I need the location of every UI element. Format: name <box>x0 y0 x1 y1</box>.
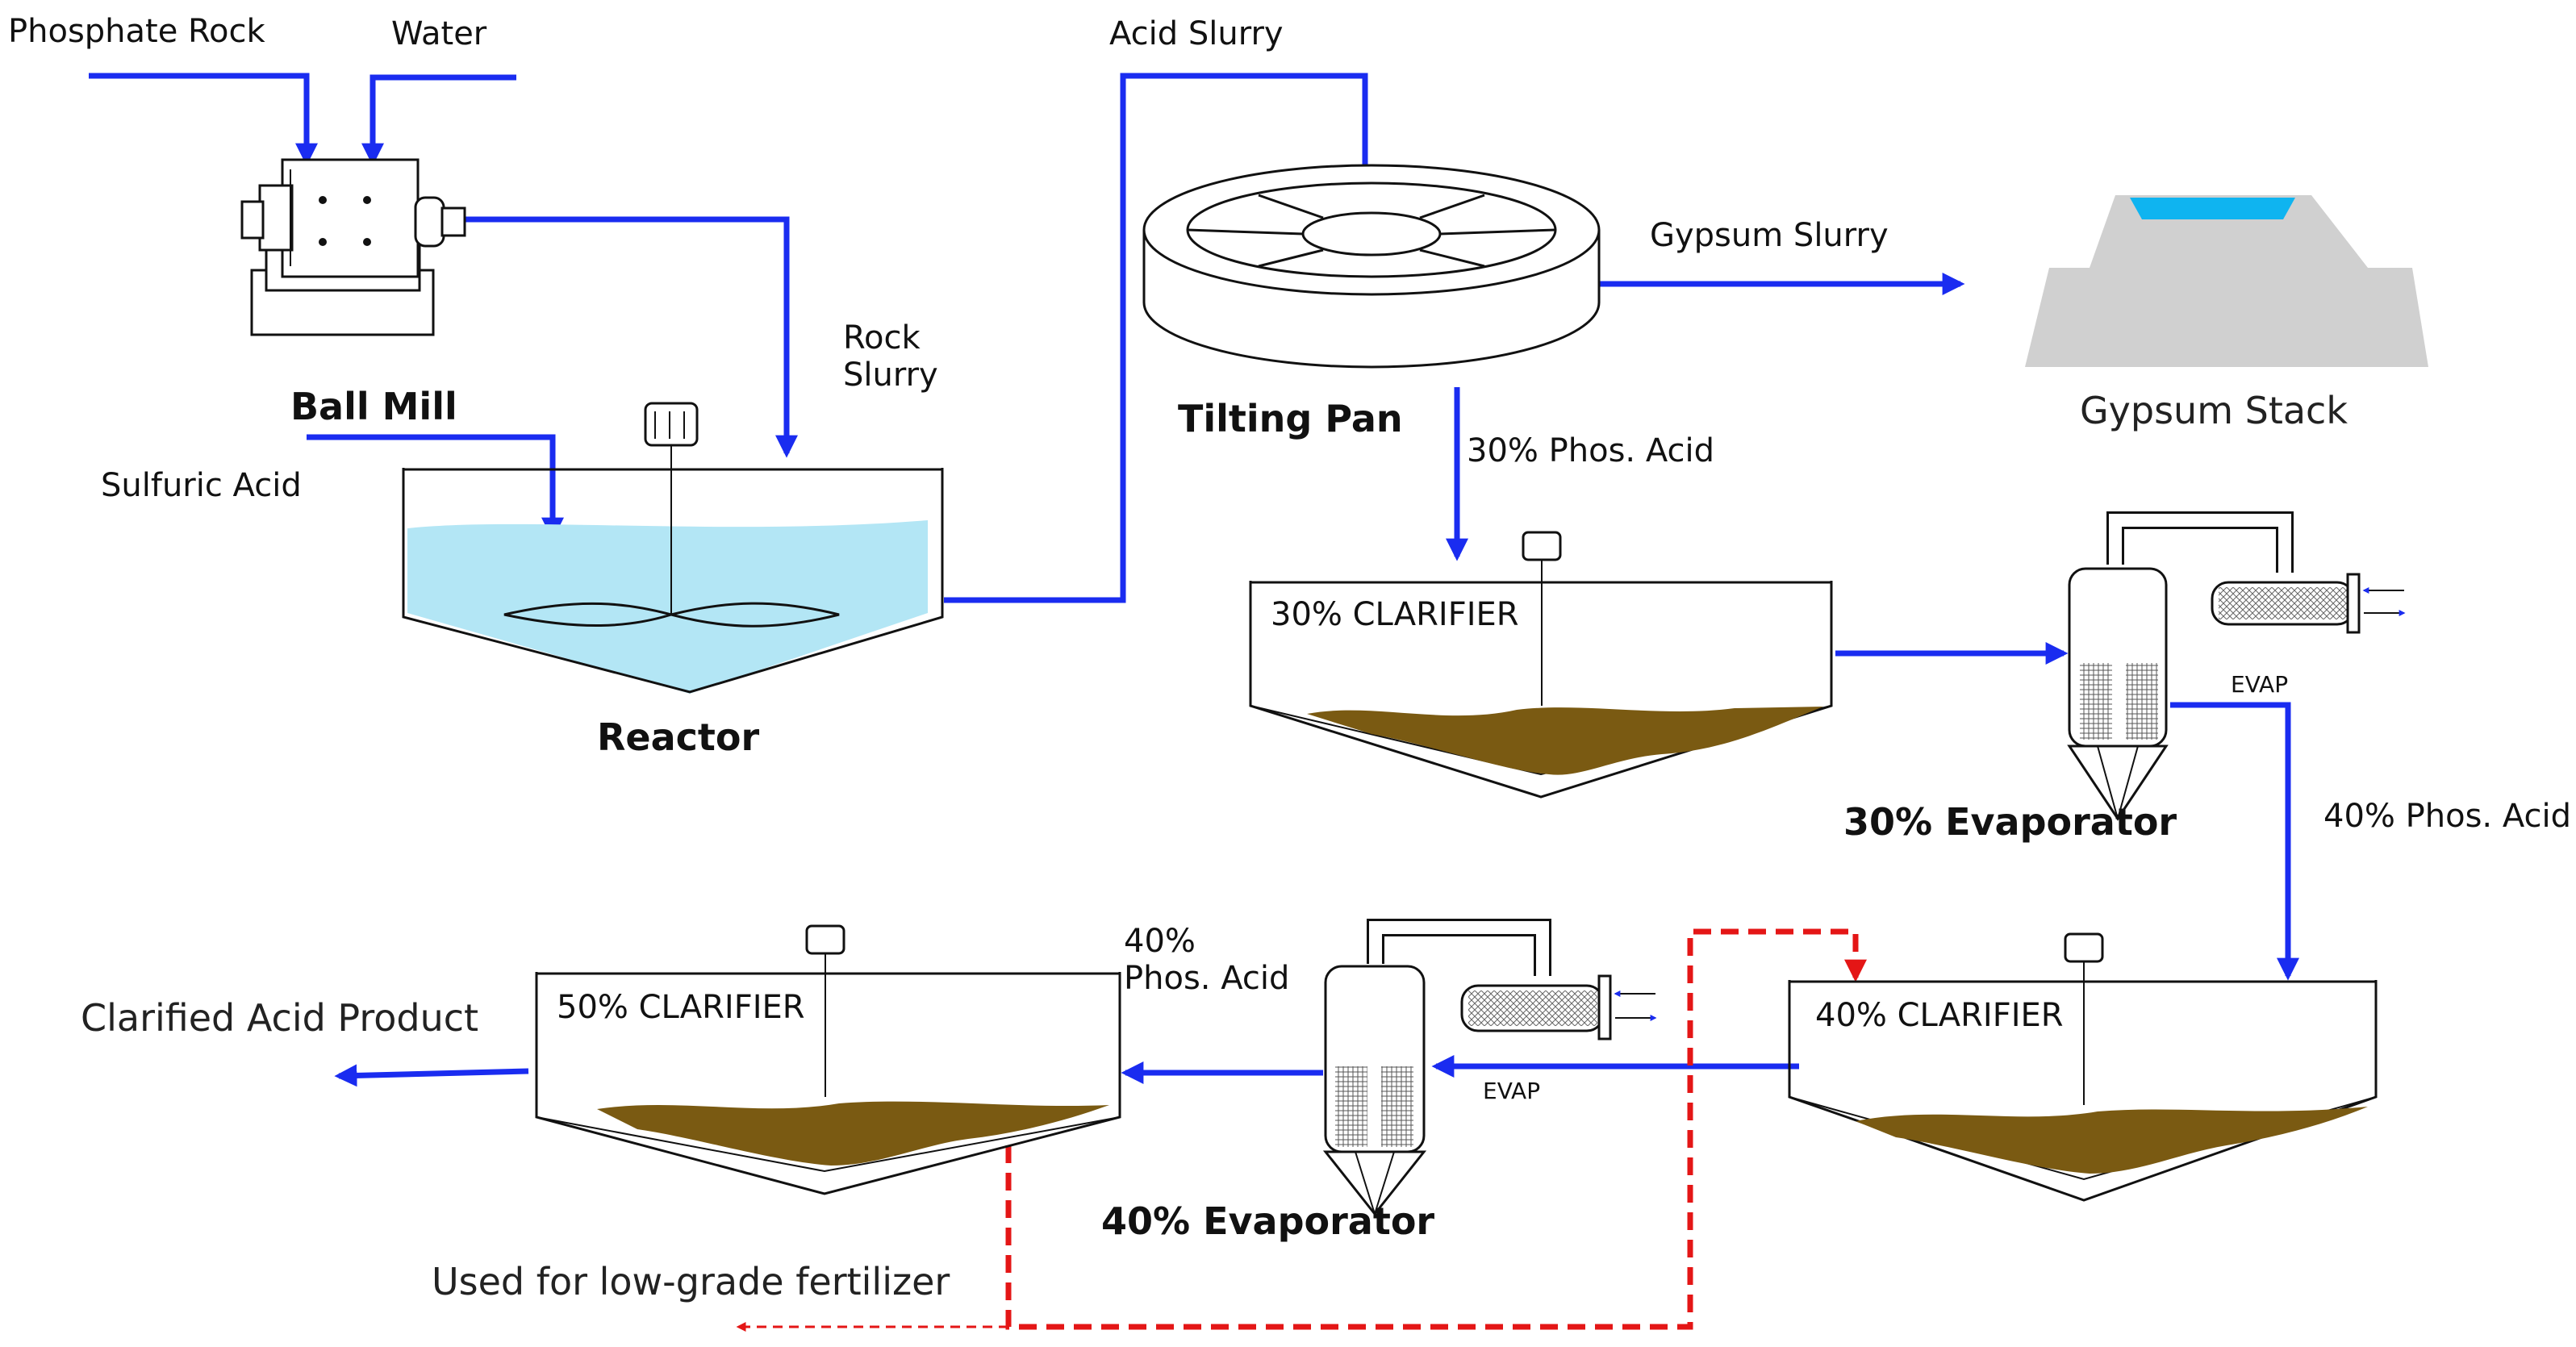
phosphate-rock-label: Phosphate Rock <box>8 13 266 50</box>
acid-slurry-line <box>944 73 1376 603</box>
evap30-tag: EVAP <box>2231 671 2288 698</box>
gypsum-slurry-label: Gypsum Slurry <box>1650 217 1889 254</box>
reactor-label: Reactor <box>597 715 760 759</box>
clarifier30-label: 30% CLARIFIER <box>1271 596 1519 633</box>
clarifier-50 <box>535 924 1121 1195</box>
phos40-mid-label-1: 40% <box>1124 923 1196 960</box>
phos40-mid-label-2: Phos. Acid <box>1124 960 1289 997</box>
ball-mill-shaft-left <box>240 200 265 240</box>
phos30-label: 30% Phos. Acid <box>1467 432 1714 469</box>
tilting-pan <box>1142 164 1601 369</box>
sulfuric-acid-line <box>307 434 564 540</box>
evaporator-40 <box>1322 919 1657 1216</box>
labels: Phosphate Rock Water Acid Slurry Rock Sl… <box>8 13 2571 1303</box>
rock-slurry-label-2: Slurry <box>843 357 938 394</box>
clarifier50-label: 50% CLARIFIER <box>557 989 805 1026</box>
phosphate-rock-line <box>89 73 318 166</box>
clarifier50-sludge <box>597 1101 1109 1166</box>
sulfuric-acid-label: Sulfuric Acid <box>101 467 302 504</box>
ball-mill-drum <box>281 158 420 278</box>
process-lines <box>89 73 2299 1087</box>
evap40-tag: EVAP <box>1483 1078 1540 1104</box>
phos40-right-label: 40% Phos. Acid <box>2323 798 2571 835</box>
recycle-line <box>1005 928 1867 1330</box>
rock-slurry-line <box>464 216 798 458</box>
ball-mill-label: Ball Mill <box>290 385 457 428</box>
evaporator-30 <box>2067 511 2406 821</box>
ball-mill-end-right <box>414 196 445 248</box>
reactor-agitator-motor <box>644 402 699 447</box>
clarifier-40 <box>1788 932 2378 1202</box>
reactor-liquid <box>407 520 928 694</box>
ball-mill <box>240 158 466 336</box>
tilting-pan-label: Tilting Pan <box>1178 397 1403 440</box>
rock-slurry-label-1: Rock <box>843 319 921 357</box>
clarifier-30 <box>1249 531 1833 799</box>
product-line <box>334 1064 529 1087</box>
clarifier30-sludge <box>1307 707 1823 775</box>
ball-mill-end-left <box>258 184 294 252</box>
low-grade-label: Used for low-grade fertilizer <box>432 1260 950 1303</box>
ball-mill-shaft-right <box>440 206 466 237</box>
gypsum-stack <box>2025 195 2428 367</box>
evaporator30-label: 30% Evaporator <box>1843 800 2177 844</box>
water-line <box>361 74 516 166</box>
phos40-line <box>2170 702 2299 981</box>
reactor-impeller <box>503 602 840 628</box>
gypsum-pond <box>2130 198 2295 219</box>
evaporator40-label: 40% Evaporator <box>1101 1199 1434 1243</box>
gypsum-stack-label: Gypsum Stack <box>2080 389 2348 432</box>
water-label: Water <box>391 15 487 52</box>
reactor <box>402 402 944 694</box>
product-label: Clarified Acid Product <box>81 996 478 1040</box>
acid-slurry-label: Acid Slurry <box>1109 15 1284 52</box>
clarifier40-label: 40% CLARIFIER <box>1815 997 2064 1034</box>
clarifier40-sludge <box>1856 1107 2368 1174</box>
recycle-lines <box>736 928 1867 1332</box>
